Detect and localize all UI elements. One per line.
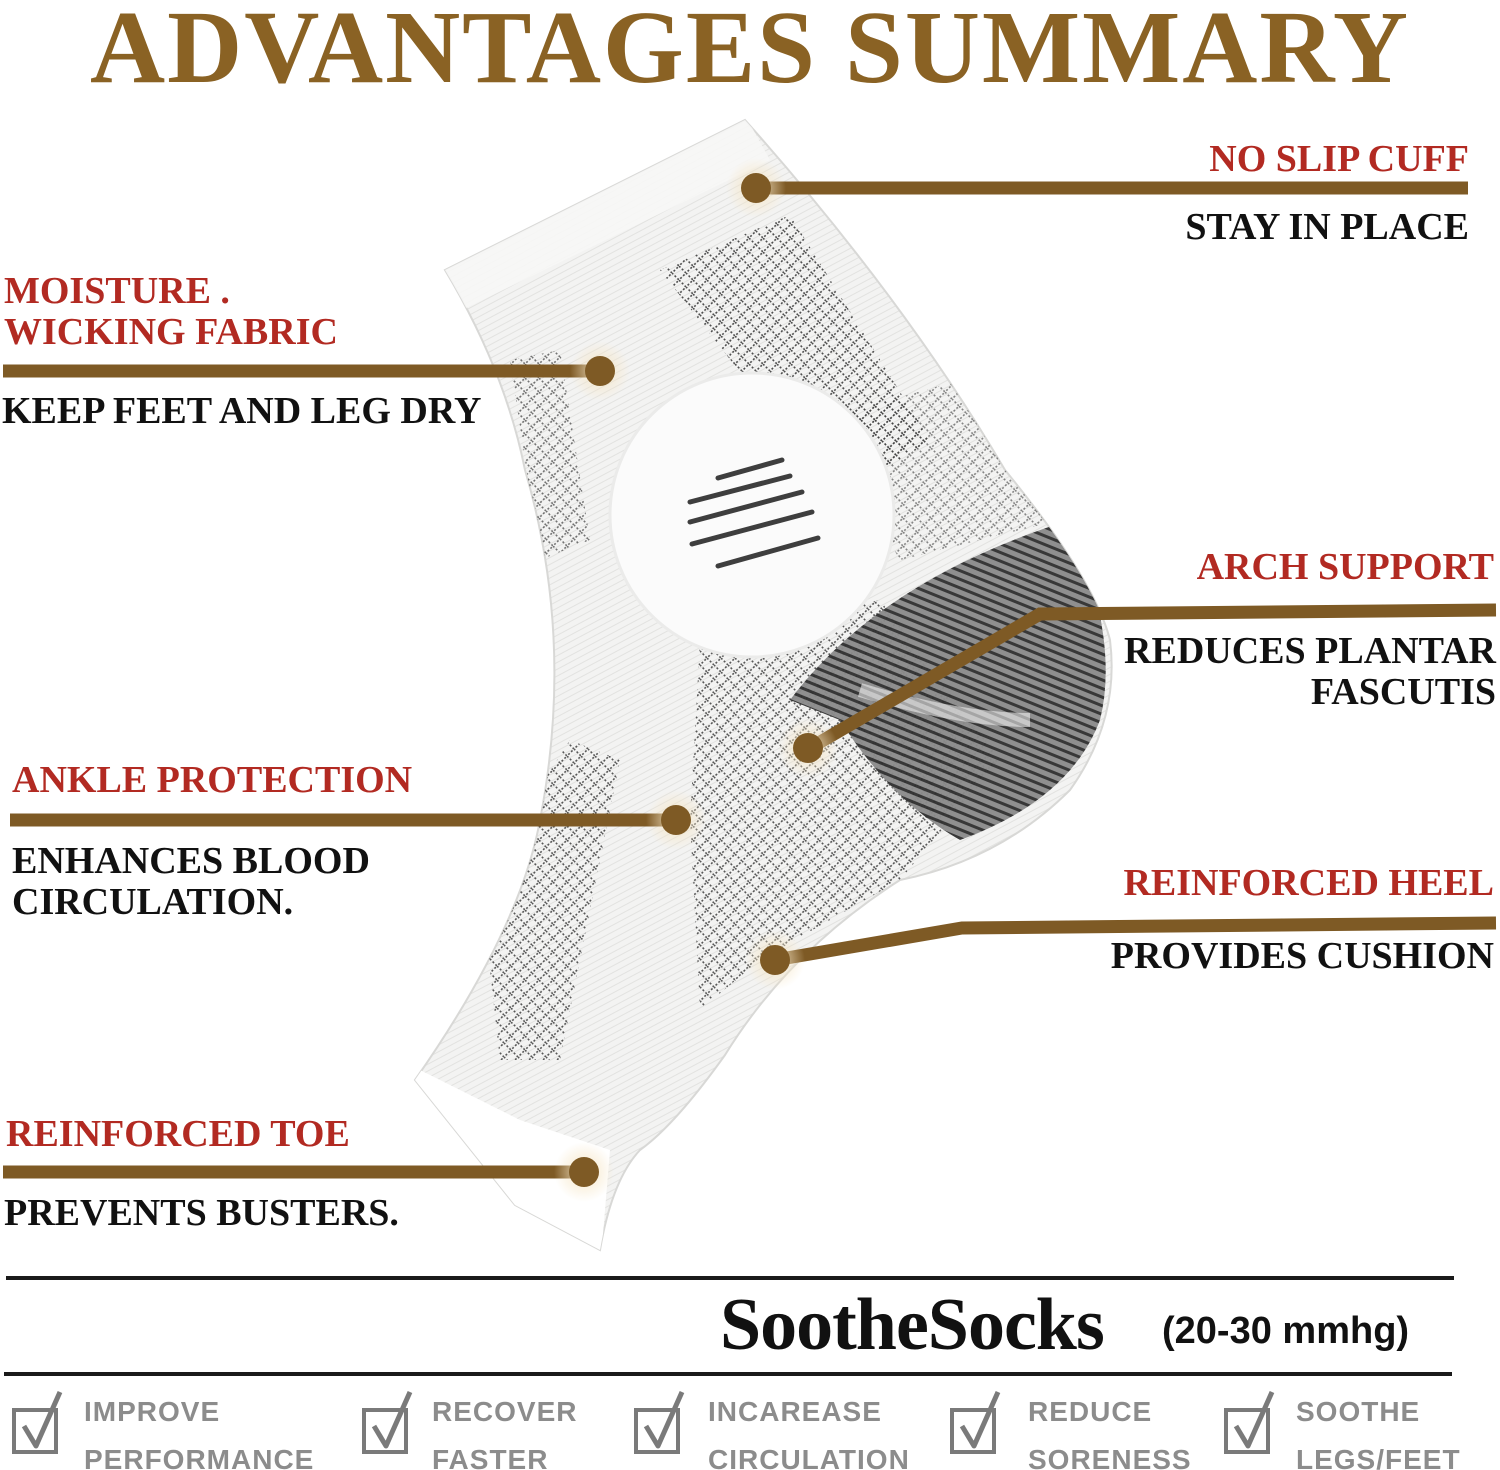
feature-moisture-desc: KEEP FEET AND LEG DRY [2, 390, 482, 432]
dot-moisture [570, 341, 630, 401]
dot-arch [778, 718, 838, 778]
benefit-improve-performance: IMPROVE PERFORMANCE [10, 1382, 330, 1470]
feature-arch-label: ARCH SUPPORT [1196, 546, 1494, 588]
dot-ankle [646, 790, 706, 850]
benefit-reduce-soreness: REDUCE SORENESS [948, 1382, 1198, 1470]
dot-toe [554, 1142, 614, 1202]
checkbox-icon [1224, 1390, 1275, 1454]
dot-no-slip-cuff [726, 158, 786, 218]
ankle-pad-stripes [687, 457, 821, 569]
feature-toe-label: REINFORCED TOE [6, 1113, 350, 1155]
page-title: ADVANTAGES SUMMARY [90, 0, 1410, 105]
feature-moisture-label-line2: WICKING FABRIC [4, 311, 338, 353]
checkbox-icon [634, 1390, 685, 1454]
benefit-line1: INCAREASE [708, 1396, 882, 1427]
feature-heel-desc: PROVIDES CUSHION [1110, 935, 1494, 977]
benefit-line1: RECOVER [432, 1396, 578, 1427]
benefit-recover-faster: RECOVER FASTER [360, 1382, 600, 1470]
benefit-line2: LEGS/FEET [1296, 1444, 1461, 1470]
benefit-incarease-circulation: INCAREASE CIRCULATION [632, 1382, 922, 1470]
benefit-line2: FASTER [432, 1444, 549, 1470]
feature-ankle-label: ANKLE PROTECTION [12, 759, 413, 801]
brand-name: SootheSocks [720, 1284, 1105, 1366]
feature-ankle-desc-line1: ENHANCES BLOOD [12, 840, 370, 882]
feature-no-slip-cuff-desc: STAY IN PLACE [1185, 206, 1469, 248]
leader-line-arch [806, 603, 1497, 754]
feature-heel-label: REINFORCED HEEL [1123, 862, 1494, 904]
benefit-line2: PERFORMANCE [84, 1444, 315, 1470]
benefit-soothe-legs-feet: SOOTHE LEGS/FEET [1222, 1382, 1492, 1470]
benefit-line1: SOOTHE [1296, 1396, 1421, 1427]
brand-pressure: (20-30 mmhg) [1162, 1310, 1410, 1352]
callout-dots [554, 158, 838, 1202]
feature-no-slip-cuff-label: NO SLIP CUFF [1209, 138, 1469, 180]
feature-ankle-desc-line2: CIRCULATION. [12, 881, 294, 923]
dot-heel [745, 930, 805, 990]
feature-arch-desc-line1: REDUCES PLANTAR [1124, 630, 1496, 672]
top-divider [6, 1276, 1454, 1280]
bottom-divider [4, 1372, 1452, 1376]
checkbox-icon [950, 1390, 1001, 1454]
benefit-line1: IMPROVE [84, 1396, 221, 1427]
leader-line-heel [773, 916, 1497, 967]
feature-arch-desc-line2: FASCUTIS [1310, 671, 1496, 713]
checkbox-icon [362, 1390, 413, 1454]
ankle-pad [608, 371, 896, 659]
benefit-line2: CIRCULATION [708, 1444, 910, 1470]
feature-moisture-label-line1: MOISTURE . [4, 270, 230, 312]
benefit-line1: REDUCE [1028, 1396, 1153, 1427]
checkbox-icon [12, 1390, 63, 1454]
feature-toe-desc: PREVENTS BUSTERS. [4, 1192, 399, 1234]
benefit-line2: SORENESS [1028, 1444, 1192, 1470]
